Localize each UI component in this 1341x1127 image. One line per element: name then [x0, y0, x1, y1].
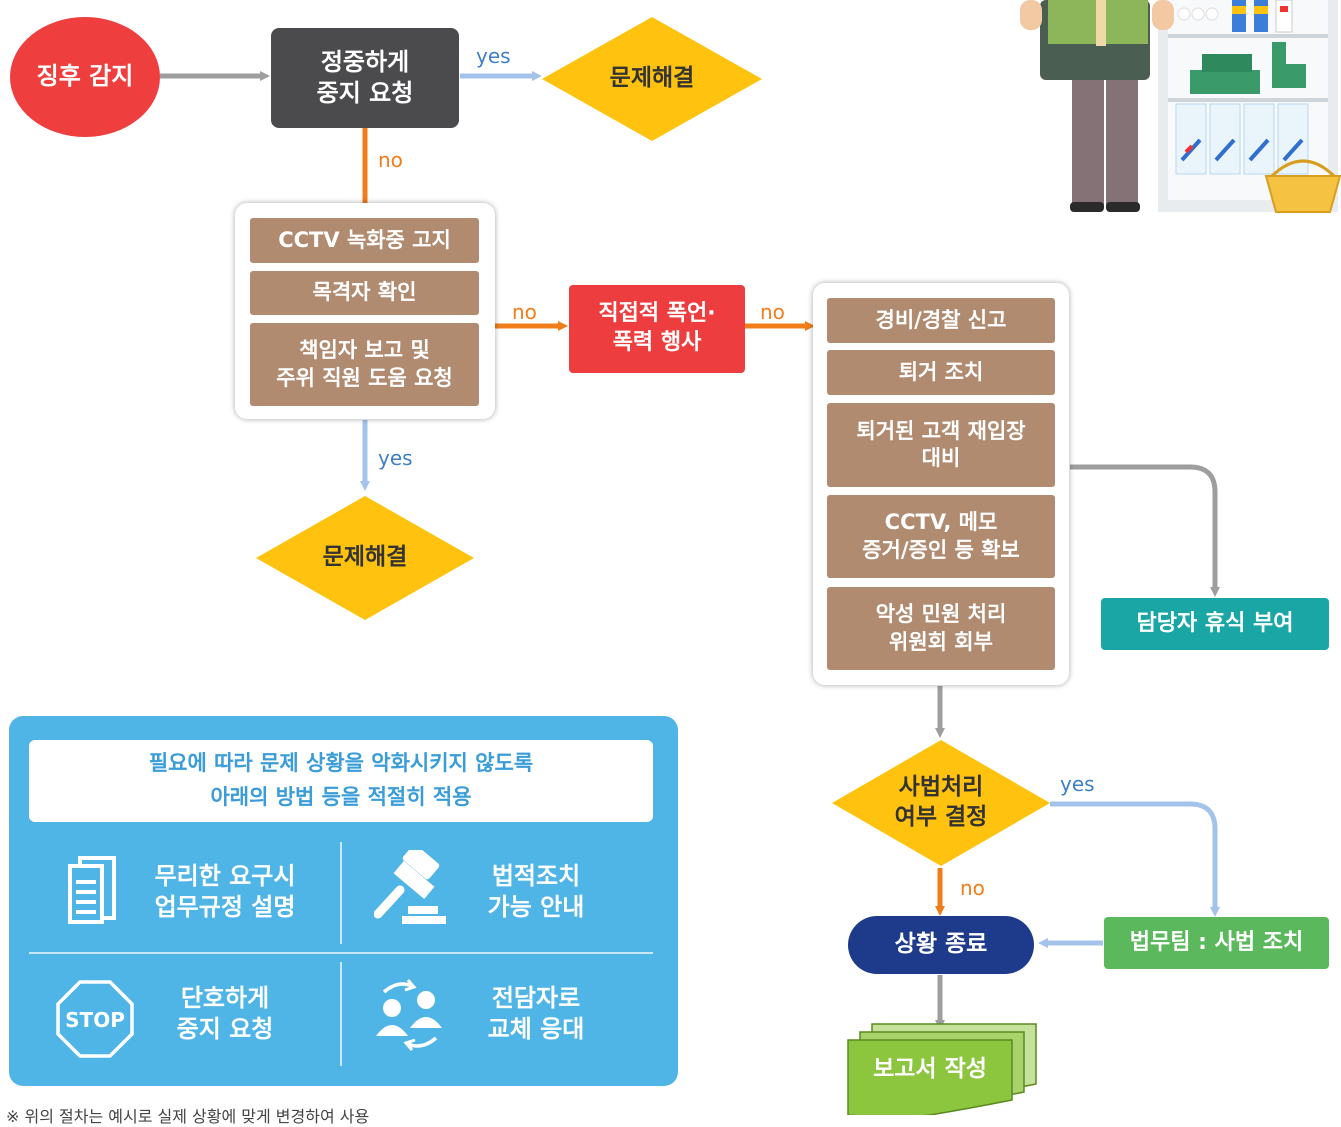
- document-stack-shape: [847, 1023, 1037, 1115]
- stop-sign-text: STOP: [65, 1008, 125, 1032]
- diamond-shape: [542, 17, 762, 141]
- edge-label-no: no: [960, 876, 985, 900]
- start-node: 징후 감지: [10, 17, 160, 137]
- store-clerk-illustration: [1020, 0, 1341, 213]
- tips-divider-v: [340, 962, 342, 1066]
- step-report-manager: 책임자 보고 및 주위 직원 도움 요청: [250, 323, 479, 406]
- diamond-shape: [256, 496, 474, 620]
- end-node: 상황 종료: [848, 916, 1034, 974]
- decision-label: 사법처리 여부 결정: [894, 774, 988, 830]
- edge-label-yes: yes: [476, 44, 511, 68]
- request-stop-node: 정중하게 중지 요청: [271, 28, 459, 128]
- solved-top-label: 문제해결: [609, 65, 695, 92]
- arrow-decision-legal: [1050, 801, 1220, 917]
- solved-mid-label: 문제해결: [322, 544, 408, 571]
- step-eviction: 퇴거 조치: [827, 350, 1055, 395]
- staff-swap-icon: [376, 979, 442, 1051]
- report-node: 보고서 작성: [846, 1020, 1041, 1115]
- edge-label-no: no: [512, 300, 537, 324]
- edge-label-yes: yes: [378, 446, 413, 470]
- solved-mid-node: 문제해결: [254, 494, 476, 622]
- gavel-icon: [374, 850, 446, 924]
- tip-swap-label: 전담자로 교체 응대: [487, 983, 585, 1043]
- arrow-group2-rest: [1070, 464, 1220, 597]
- legal-team-node: 법무팀 : 사법 조치: [1104, 917, 1329, 969]
- step-call-police: 경비/경찰 신고: [827, 298, 1055, 343]
- document-icon: [68, 856, 116, 924]
- tip-legal-label: 법적조치 가능 안내: [487, 861, 585, 921]
- stop-sign-icon: STOP: [56, 980, 134, 1058]
- diamond-shape: [832, 740, 1050, 866]
- tips-divider-h: [29, 952, 653, 954]
- solved-top-node: 문제해결: [540, 15, 764, 143]
- tips-header: 필요에 따라 문제 상황을 악화시키지 않도록 아래의 방법 등을 적절히 적용: [29, 740, 653, 822]
- step-witness-check: 목격자 확인: [250, 271, 479, 315]
- step-evidence: CCTV, 메모 증거/증인 등 확보: [827, 495, 1055, 578]
- tip-firm-stop-label: 단호하게 중지 요청: [176, 983, 274, 1043]
- decision-node: 사법처리 여부 결정: [830, 738, 1052, 868]
- edge-label-no: no: [760, 300, 785, 324]
- violence-node: 직접적 폭언· 폭력 행사: [569, 285, 745, 373]
- report-label: 보고서 작성: [873, 1056, 987, 1083]
- footnote: ※ 위의 절차는 예시로 실제 상황에 맞게 변경하여 사용: [6, 1107, 370, 1126]
- tips-divider-v: [340, 842, 342, 944]
- step-cctv-notice: CCTV 녹화중 고지: [250, 218, 479, 263]
- rest-node: 담당자 휴식 부여: [1101, 598, 1329, 650]
- tip-rules-label: 무리한 요구시 업무규정 설명: [154, 861, 296, 921]
- step-reentry-prep: 퇴거된 고객 재입장 대비: [827, 403, 1055, 487]
- edge-label-no: no: [378, 148, 403, 172]
- step-committee: 악성 민원 처리 위원회 회부: [827, 587, 1055, 670]
- edge-label-yes: yes: [1060, 772, 1095, 796]
